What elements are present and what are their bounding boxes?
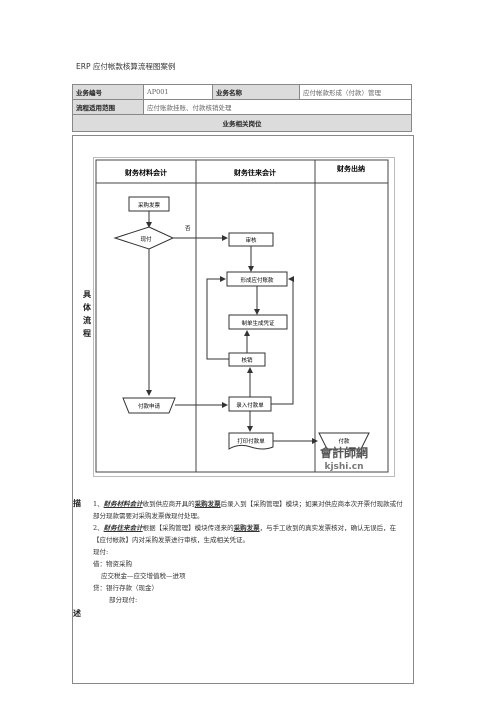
node-print-payment [228,432,274,450]
desc-item-1: 1、财务材料会计收到供应商开具的采购发票后录入到【采购管理】模块；如果对供应商本… [93,498,407,522]
lane-label-cashier: 财务出纳 [336,164,365,173]
biz-no-label: 业务编号 [72,84,144,100]
table-row: 业务相关岗位 [72,114,412,132]
biz-no-value: AP001 [143,84,213,100]
node-print-payment-label: 打印付款单 [237,437,265,445]
side-char: 体 [83,303,91,312]
svg-text:kjshi.cn: kjshi.cn [324,462,363,472]
node-review-label: 审核 [245,236,257,244]
description-body: 1、财务材料会计收到供应商开具的采购发票后录入到【采购管理】模块；如果对供应商本… [93,498,407,606]
scope-label: 流程适用范围 [72,99,144,115]
role-receivable-accountant: 财务往来会计 [103,524,143,532]
flowchart: 财务材料会计 财务往来会计 财务出纳 采购发票 现付 否 审核 形成应付账款 制… [95,159,389,473]
desc-text: 根据【采购管理】模块传递来的 [142,524,234,532]
item-number: 2、 [93,524,104,532]
node-enter-payment-label: 录入付款单 [236,401,264,409]
item-number: 1、 [93,500,104,508]
info-table: 业务编号 AP001 业务名称 应付帐款形成（付款）管理 流程适用范围 应付账款… [72,84,412,132]
scope-value: 应付账款挂账、付款核销处理 [143,99,412,115]
lane-label-material: 财务材料会计 [124,168,167,177]
node-cash-purchase-label: 现付 [140,235,152,243]
flow-section-border [72,135,414,684]
biz-name-value: 应付帐款形成（付款）管理 [299,84,412,100]
node-purchase-invoice-label: 采购发票 [138,201,161,209]
node-payment-request [122,397,176,414]
role-material-accountant: 财务材料会计 [103,500,143,508]
desc-text: ，与手工收到的真实发票核对，确认无误后，在【应付帐款】内对采购发票进行审核，生成… [93,524,397,544]
doc-purchase-invoice: 采购发票 [194,500,221,508]
desc-item-2: 2、财务往来会计根据【采购管理】模块传递来的采购发票，与手工收到的真实发票核对，… [93,522,407,546]
desc-line-vat: 应交税金—应交增值税—进项 [101,572,186,580]
side-char: 具 [83,290,91,299]
lane-label-receivable: 财务往来会计 [233,168,276,177]
desc-text: 后录入到【采购管理】模块；如果对供应商本次开票付现款或付部分现款需要对采购发票做… [93,500,403,520]
desc-side-label-bottom: 述 [73,609,81,618]
side-char: 流 [83,316,91,325]
desc-line-cash: 现付: [93,548,109,556]
desc-line-partial: 部分现付: [109,596,138,604]
document-title: ERP 应付帐款核算流程图案例 [76,62,176,71]
node-payment [318,432,370,450]
desc-text: 收到供应商开具的 [142,500,195,508]
node-make-voucher-label: 制单生成凭证 [241,319,275,327]
table-row: 流程适用范围 应付账款挂账、付款核销处理 [72,99,412,115]
table-row: 业务编号 AP001 业务名称 应付帐款形成（付款）管理 [72,84,412,100]
biz-name-label: 业务名称 [212,84,300,100]
flow-side-label: 具 体 流 程 [80,288,94,340]
node-payment-request-label: 付款申请 [138,402,161,410]
desc-line-debit: 借：物资采购 [93,560,132,568]
side-char: 程 [83,329,91,338]
node-payment-label: 付款 [338,437,350,445]
branch-no-label: 否 [185,225,191,232]
doc-purchase-invoice: 采购发票 [233,524,260,532]
node-make-voucher [228,314,288,330]
positions-label: 业务相关岗位 [72,114,412,132]
desc-side-label-top: 描 [73,499,81,508]
desc-line-credit: 贷：银行存款（现金） [93,584,158,592]
svg-text:會計師網: 會計師網 [320,445,368,460]
watermark-logo: 會計師網 kjshi.cn [320,445,368,472]
node-form-payable-label: 形成应付账款 [240,276,274,284]
node-verify-label: 核销 [241,356,253,364]
